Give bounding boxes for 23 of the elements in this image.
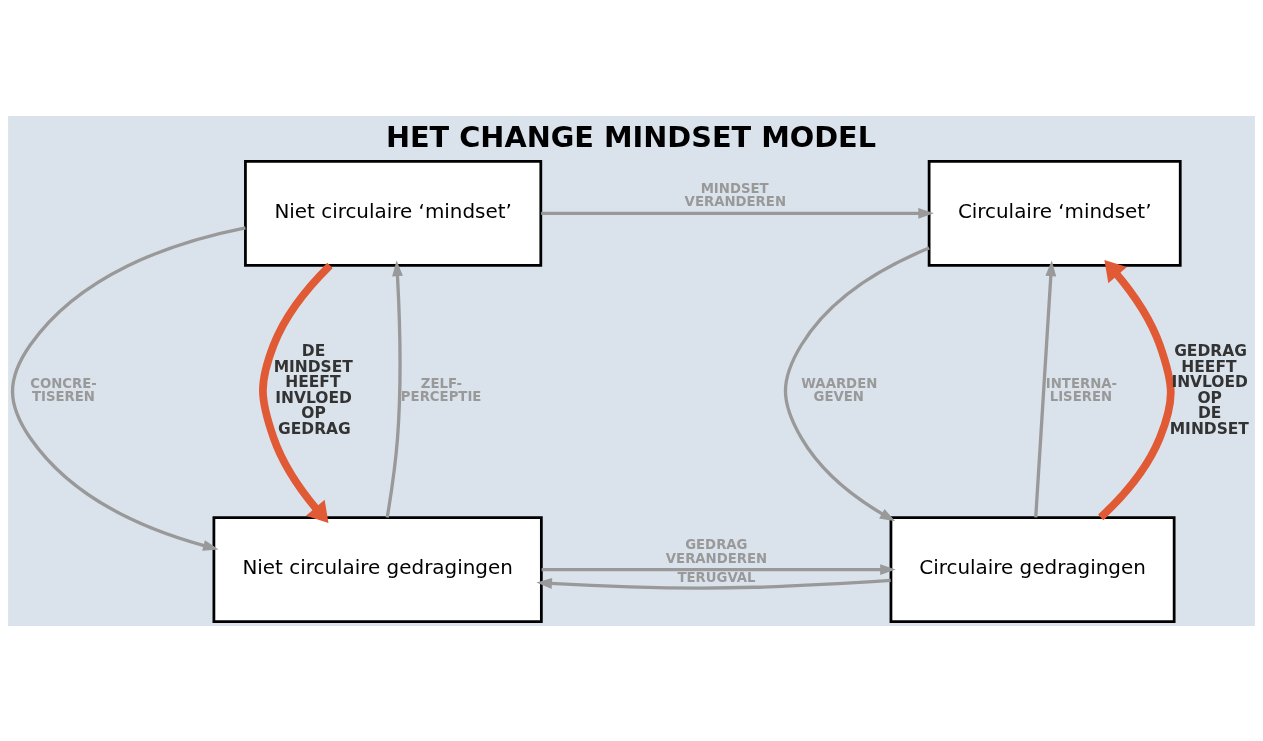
- diagram-title: HET CHANGE MINDSET MODEL: [385, 119, 877, 154]
- edge-label: DE MINDSET HEEFT INVLOED OP GEDRAG: [273, 341, 353, 438]
- edge-label: TERUGVAL: [677, 569, 756, 585]
- arrow: [536, 577, 891, 590]
- arrow: [385, 260, 403, 518]
- node-box: Circulaire gedragingen: [889, 515, 1176, 623]
- arrow: [259, 262, 333, 523]
- arrow: [783, 246, 930, 521]
- arrow: [541, 207, 934, 219]
- arrow: [10, 225, 246, 551]
- edge-label: MINDSET VERANDEREN: [684, 180, 786, 209]
- node-box: Circulaire ‘mindset’: [927, 159, 1182, 267]
- edge-label: CONCRE- TISEREN: [30, 375, 97, 404]
- arrow: [1034, 260, 1057, 517]
- edge-label: WAARDEN GEVEN: [801, 375, 878, 404]
- edge-label: INTERNA- LISEREN: [1045, 375, 1118, 404]
- edge-label: GEDRAG VERANDEREN: [665, 536, 768, 565]
- arrow: [541, 563, 896, 575]
- edge-label: GEDRAG HEEFT INVLOED OP DE MINDSET: [1169, 341, 1249, 438]
- edge-label: ZELF- PERCEPTIE: [400, 375, 482, 404]
- arrow: [1098, 259, 1175, 520]
- node-box: Niet circulaire gedragingen: [212, 515, 543, 623]
- node-box: Niet circulaire ‘mindset’: [244, 159, 543, 267]
